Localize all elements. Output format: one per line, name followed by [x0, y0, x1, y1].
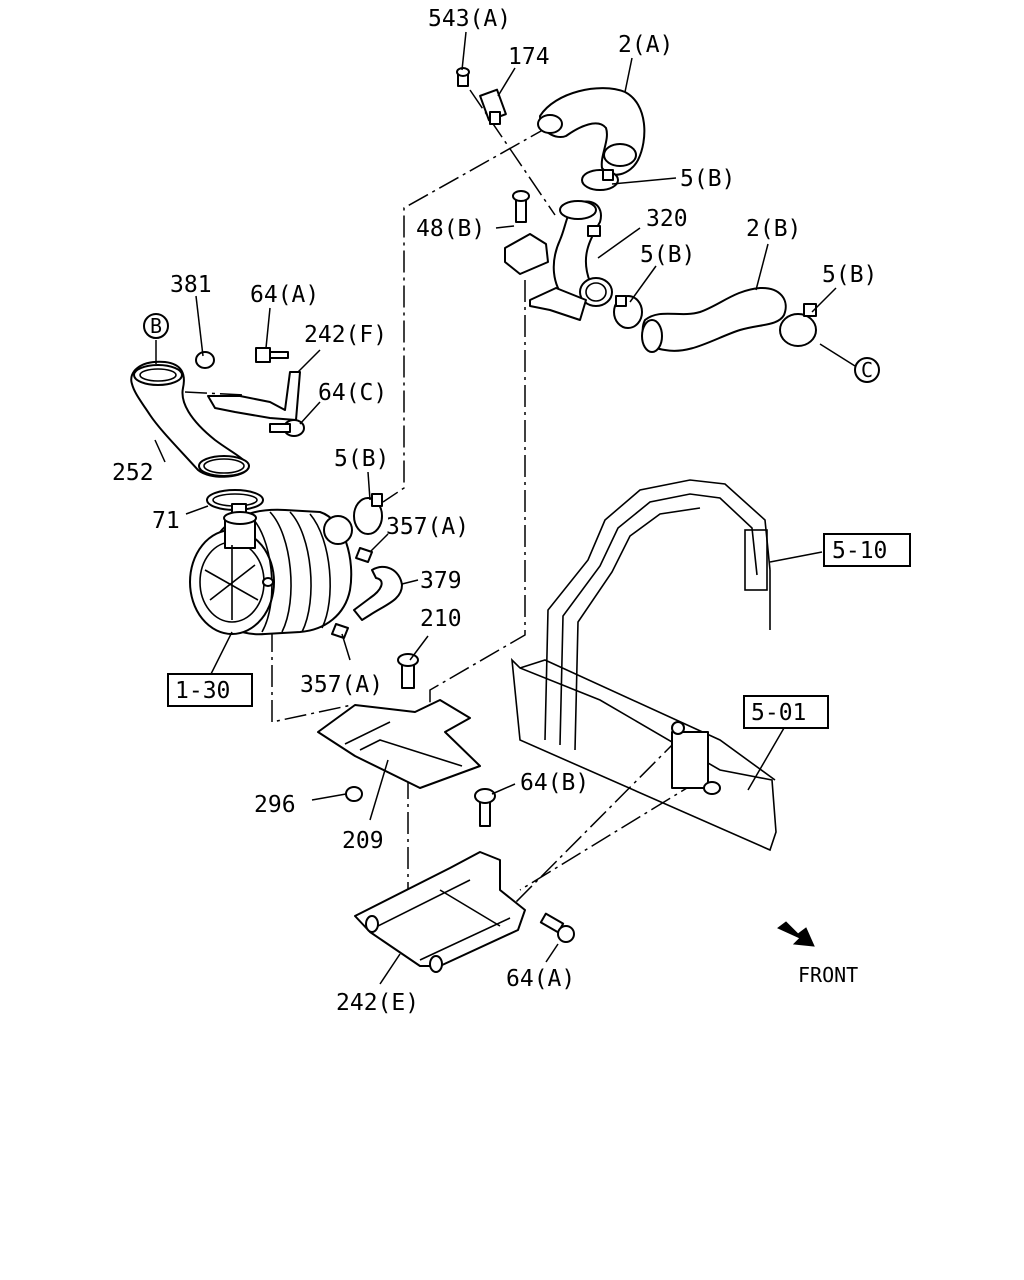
clamp-5b-mid — [613, 295, 643, 329]
clamp-71 — [206, 489, 264, 515]
callout-64a-bottom: 64(A) — [506, 966, 575, 992]
callout-209: 209 — [342, 828, 384, 854]
callout-379: 379 — [420, 568, 462, 594]
callout-381: 381 — [170, 272, 212, 298]
assembly-dash-lines — [184, 89, 701, 904]
callout-296: 296 — [254, 792, 296, 818]
callout-242f: 242(F) — [304, 322, 387, 348]
bracket-242e — [354, 851, 526, 973]
nut-296 — [345, 786, 363, 802]
ref-5-01-label: 5-01 — [751, 700, 806, 726]
connector-c-label: C — [861, 358, 873, 382]
leader-lines — [154, 31, 856, 985]
callout-64b: 64(B) — [520, 770, 589, 796]
bolt-210 — [397, 653, 419, 689]
callout-242e: 242(E) — [336, 990, 419, 1016]
callout-64c: 64(C) — [318, 380, 387, 406]
clamp-5b-top — [581, 169, 619, 191]
hose-2b — [641, 286, 787, 353]
bracket-242f — [195, 347, 305, 437]
ref-1-30-label: 1-30 — [175, 678, 230, 704]
callout-543a: 543(A) — [428, 6, 511, 32]
inlet-252 — [130, 360, 250, 478]
bolt-64b — [474, 788, 496, 827]
ref-box-1-30[interactable]: 1-30 — [167, 673, 253, 707]
chassis-rail — [510, 657, 777, 852]
hose-2a — [537, 87, 646, 176]
ref-box-5-10[interactable]: 5-10 — [823, 533, 911, 567]
hose-379 — [331, 547, 403, 639]
clamp-5b-right — [779, 303, 817, 347]
connector-b-label: B — [150, 314, 162, 338]
front-arrow-icon — [777, 921, 815, 947]
callout-labels: 543(A) 174 2(A) 5(B) 48(B) 320 5(B) 2(B)… — [112, 6, 877, 1016]
callout-357a-top: 357(A) — [386, 514, 469, 540]
connector-c: C — [854, 357, 880, 383]
callout-5b-left: 5(B) — [334, 446, 389, 472]
ref-5-10-label: 5-10 — [832, 538, 887, 564]
connector-b: B — [143, 313, 169, 339]
elbow-320 — [552, 200, 613, 307]
callout-252: 252 — [112, 460, 154, 486]
callout-64a-top: 64(A) — [250, 282, 319, 308]
sensor-174 — [456, 67, 507, 125]
front-label: FRONT — [798, 963, 858, 987]
callout-174: 174 — [508, 44, 550, 70]
ref-box-5-01[interactable]: 5-01 — [743, 695, 829, 729]
callout-357a-bot: 357(A) — [300, 672, 383, 698]
callout-320: 320 — [646, 206, 688, 232]
clamp-5b-left — [353, 493, 383, 535]
cab-guard-frame — [544, 479, 771, 751]
callout-5b-top: 5(B) — [680, 166, 735, 192]
mount-bracket-upper — [317, 699, 481, 789]
callout-71: 71 — [152, 508, 180, 534]
air-cleaner — [189, 508, 353, 636]
callout-2b: 2(B) — [746, 216, 801, 242]
callout-210: 210 — [420, 606, 462, 632]
bolt-64a-bottom — [539, 912, 575, 943]
bracket-48b — [504, 190, 587, 321]
callout-5b-right: 5(B) — [822, 262, 877, 288]
front-indicator: FRONT — [777, 921, 858, 987]
callout-5b-mid: 5(B) — [640, 242, 695, 268]
callout-48b: 48(B) — [416, 216, 485, 242]
callout-2a: 2(A) — [618, 32, 673, 58]
